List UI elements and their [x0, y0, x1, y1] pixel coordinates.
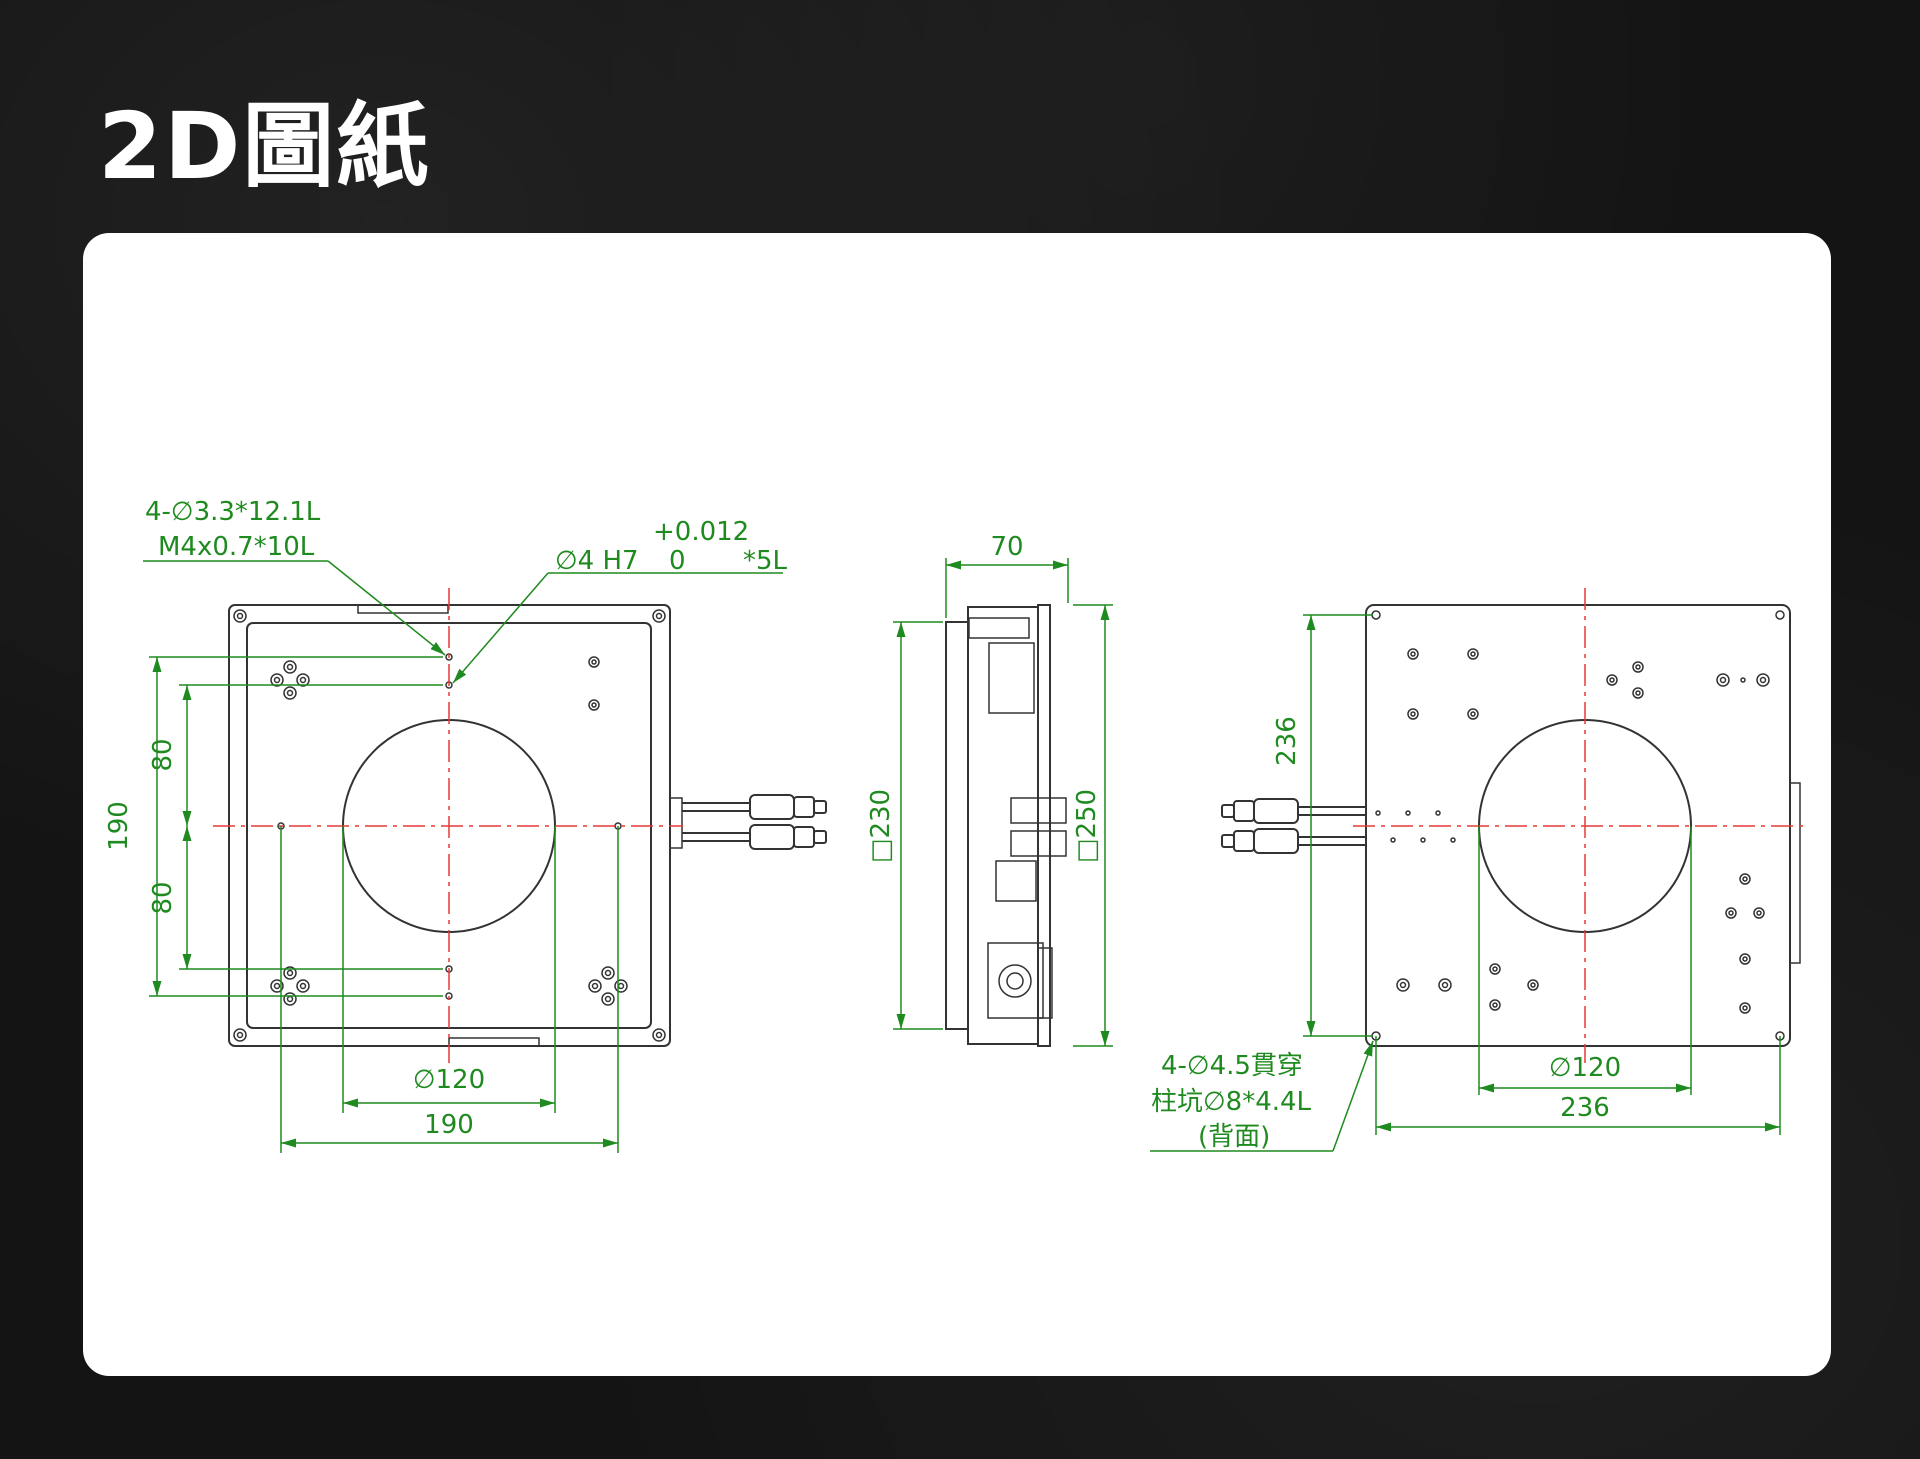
back-centerlines: [1353, 588, 1803, 1063]
front-dim-height-total: 190: [104, 801, 134, 851]
front-centerlines: [213, 588, 683, 1063]
side-dimension-text: 70 □230 □250: [866, 532, 1102, 863]
front-dim-width: 190: [424, 1110, 474, 1140]
side-dim-square-inner: □230: [866, 789, 896, 863]
side-dimensions: [893, 558, 1113, 1047]
back-mount-holes: [1375, 648, 1770, 1014]
back-dimension-text: 236 ∅120 236 4-∅4.5貫穿 柱坑∅8*4.4L (背面): [1151, 716, 1621, 1152]
front-dimensions: [143, 560, 783, 1153]
back-dimensions: [1150, 614, 1781, 1152]
front-hole-cluster-top: [270, 660, 310, 700]
side-body: [967, 606, 1039, 1045]
back-dim-width: 236: [1560, 1093, 1610, 1123]
front-dim-upper-half: 80: [148, 738, 178, 771]
front-pin-note: ∅4 H7: [555, 546, 639, 576]
front-edge-details: [357, 604, 683, 1047]
back-edge-detail: [1789, 782, 1801, 964]
page-title: 2D圖紙: [98, 93, 431, 200]
front-dim-lower-half: 80: [148, 881, 178, 914]
front-cables: [682, 794, 827, 850]
front-dim-bore: ∅120: [413, 1065, 485, 1095]
side-top-plate: [1037, 604, 1051, 1047]
side-view: [945, 604, 1067, 1047]
back-hole-note-line3: (背面): [1198, 1122, 1270, 1152]
side-base-plate: [945, 621, 969, 1030]
side-details: [968, 617, 1067, 1019]
front-hole-note-line2: M4x0.7*10L: [158, 532, 315, 562]
back-cables: [1221, 798, 1366, 854]
front-pin-tol-lower: 0: [669, 546, 686, 576]
front-pin-tol-upper: +0.012: [653, 517, 749, 547]
back-dim-bore: ∅120: [1549, 1053, 1621, 1083]
back-hole-note-line2: 柱坑∅8*4.4L: [1151, 1087, 1312, 1117]
front-hole-note-line1: 4-∅3.3*12.1L: [145, 497, 321, 527]
technical-drawing: 4-∅3.3*12.1L M4x0.7*10L +0.012 ∅4 H7 0 *…: [104, 497, 1803, 1153]
front-hole-cluster-bottom-left: [270, 966, 310, 1006]
front-pin-depth: *5L: [743, 546, 788, 576]
front-hole-cluster-bottom-right: [588, 966, 628, 1006]
back-hole-note-line1: 4-∅4.5貫穿: [1161, 1051, 1303, 1081]
front-corner-screws: [233, 609, 666, 1042]
front-dimension-text: 4-∅3.3*12.1L M4x0.7*10L +0.012 ∅4 H7 0 *…: [104, 497, 788, 1140]
drawing-card: 4-∅3.3*12.1L M4x0.7*10L +0.012 ∅4 H7 0 *…: [83, 233, 1831, 1376]
side-dim-square-outer: □250: [1072, 789, 1102, 863]
side-dim-thickness: 70: [990, 532, 1023, 562]
back-dim-height: 236: [1272, 716, 1302, 766]
